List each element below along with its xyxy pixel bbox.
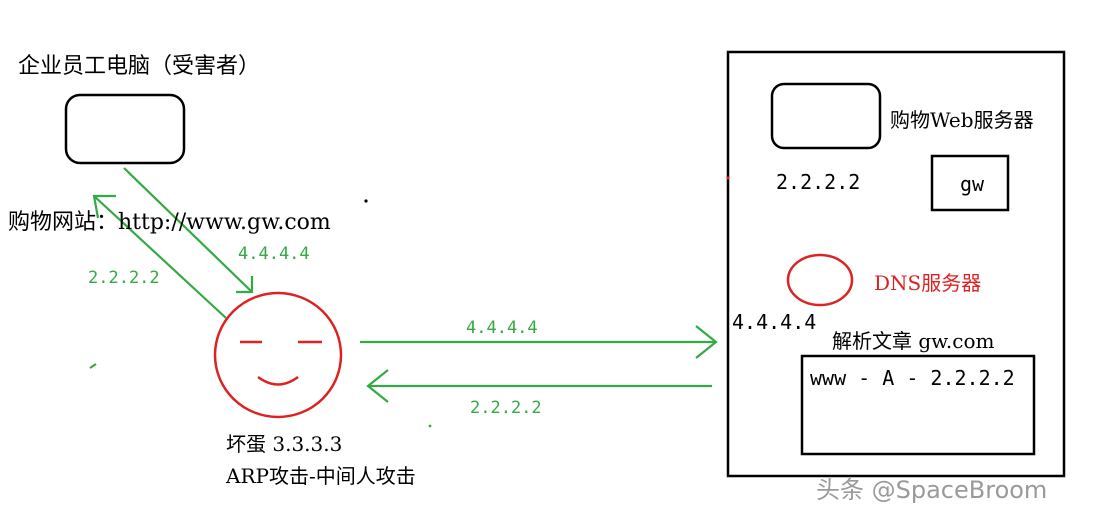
stray-dot xyxy=(726,176,730,180)
attacker-face xyxy=(213,291,343,419)
attacker-attack-label: ARP攻击-中间人攻击 xyxy=(226,464,416,488)
shop-site-label: 购物网站：http://www.gw.com xyxy=(8,210,331,235)
arrow-down-ip-label: 4.4.4.4 xyxy=(238,244,310,264)
stray-dot xyxy=(364,199,368,203)
arrow-up-ip-label: 2.2.2.2 xyxy=(88,268,160,288)
arrow-attacker-to-dns xyxy=(360,325,718,359)
dns-server-label: DNS服务器 xyxy=(874,271,982,295)
web-server-label: 购物Web服务器 xyxy=(890,108,1034,132)
arrow-dns-to-attacker xyxy=(366,369,712,403)
stray-dot xyxy=(428,424,432,428)
victim-computer-box xyxy=(64,93,186,165)
watermark: 头条 @SpaceBroom xyxy=(816,476,1048,504)
from-server-ip-label: 2.2.2.2 xyxy=(470,398,542,418)
attacker-name-label: 坏蛋 3.3.3.3 xyxy=(226,432,343,456)
arrow-attacker-to-victim xyxy=(92,194,227,319)
dns-server-circle xyxy=(786,253,854,307)
dns-ip-label: 4.4.4.4 xyxy=(732,310,817,334)
gw-box-label: gw xyxy=(960,172,985,196)
dns-record-box xyxy=(800,354,1036,456)
zone-label: 解析文章 gw.com xyxy=(832,329,995,353)
stray-mark xyxy=(89,363,97,369)
dns-record-label: www - A - 2.2.2.2 xyxy=(810,366,1015,390)
victim-pc-label: 企业员工电脑（受害者） xyxy=(18,54,261,79)
attacker-smile xyxy=(257,375,299,386)
server-enclosure xyxy=(726,50,1066,478)
to-server-ip-label: 4.4.4.4 xyxy=(466,318,538,338)
gw-box xyxy=(930,154,1010,212)
web-server-ip-label: 2.2.2.2 xyxy=(776,170,861,194)
web-server-box xyxy=(770,82,882,150)
arrow-victim-to-attacker xyxy=(123,167,254,294)
